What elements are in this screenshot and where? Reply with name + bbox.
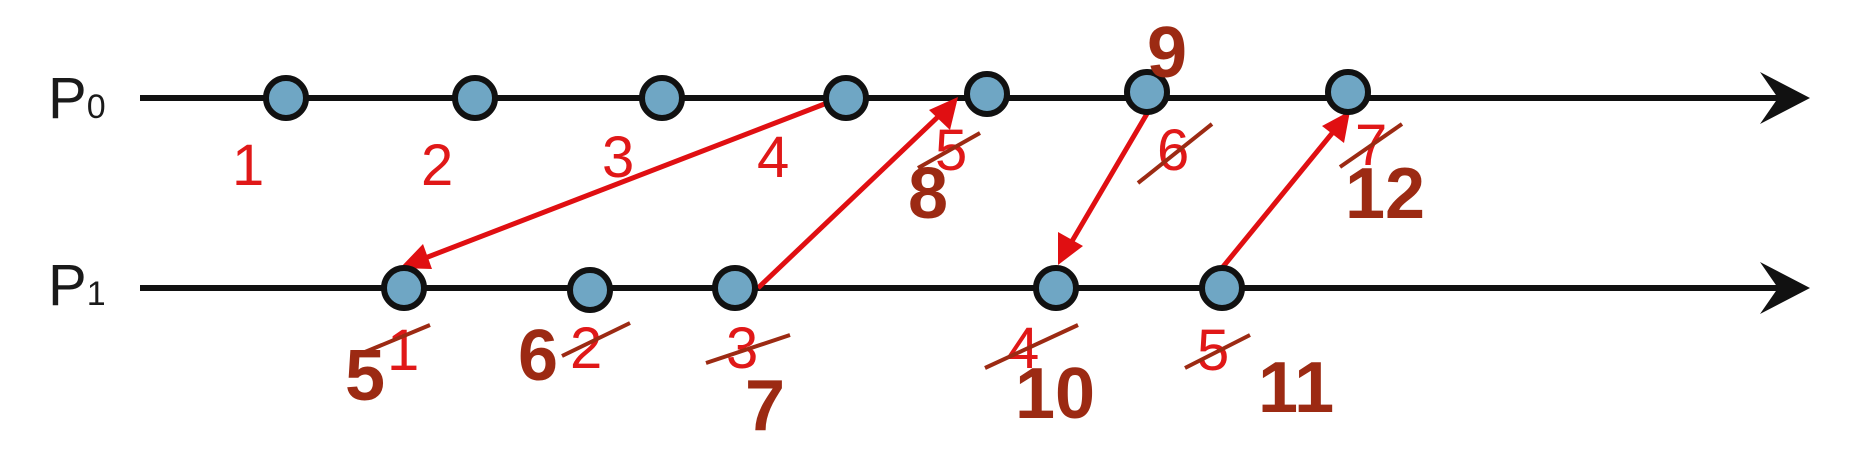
corrected-timestamp-p0-5: 8 <box>908 154 948 234</box>
corrected-timestamp-p0-6: 9 <box>1147 13 1187 93</box>
timestamp-p0-2: 2 <box>421 133 453 198</box>
event-p0-1 <box>263 75 309 121</box>
event-p1-5 <box>1199 265 1245 311</box>
event-p1-2 <box>567 267 613 313</box>
timeline-p0-arrowhead <box>1760 72 1810 124</box>
timeline-p1-arrowhead <box>1760 262 1810 314</box>
corrected-timestamp-p1-4: 10 <box>1015 354 1095 434</box>
process-name-p1: P <box>48 253 87 318</box>
timestamp-p0-6: 6 <box>1157 118 1189 183</box>
strike-p1-4 <box>984 323 1079 370</box>
event-p0-4 <box>823 75 869 121</box>
process-index-p0: 0 <box>87 88 106 126</box>
timestamp-p0-4: 4 <box>757 125 789 190</box>
event-p0-3 <box>639 75 685 121</box>
process-label-p0: P0 <box>48 66 106 131</box>
message-p1-3-to-p0-5 <box>756 97 958 290</box>
event-p0-5 <box>964 71 1010 117</box>
strike-p0-7 <box>1338 122 1404 169</box>
process-index-p1: 1 <box>87 275 106 313</box>
corrected-timestamp-p1-5: 11 <box>1258 348 1334 428</box>
event-p1-3 <box>712 265 758 311</box>
timestamp-p0-3: 3 <box>602 125 634 190</box>
strike-p1-5 <box>1184 333 1251 370</box>
process-name-p0: P <box>48 66 87 131</box>
timestamp-p1-5: 5 <box>1197 318 1229 383</box>
process-label-p1: P1 <box>48 253 106 318</box>
corrected-timestamp-p1-3: 7 <box>745 366 785 446</box>
strike-p1-1 <box>364 323 431 354</box>
timestamp-p0-1: 1 <box>232 133 264 198</box>
strike-p0-5 <box>917 131 981 170</box>
event-p0-2 <box>452 75 498 121</box>
strike-p1-2 <box>561 321 631 358</box>
message-p1-5-to-p0-7 <box>1220 111 1350 270</box>
event-p0-6 <box>1124 69 1170 115</box>
timestamp-p1-1: 1 <box>387 318 419 383</box>
corrected-timestamp-p1-1: 5 <box>345 336 385 416</box>
event-p1-4 <box>1033 265 1079 311</box>
event-p0-7 <box>1325 69 1371 115</box>
strike-p1-3 <box>705 333 791 365</box>
corrected-timestamp-p0-7: 12 <box>1345 154 1425 234</box>
message-p0-4-to-p1-1 <box>400 95 841 269</box>
strike-p0-6 <box>1136 122 1214 185</box>
corrected-timestamp-p1-2: 6 <box>518 316 558 396</box>
event-p1-1 <box>381 265 427 311</box>
message-p0-6-to-p1-4 <box>1058 110 1151 265</box>
